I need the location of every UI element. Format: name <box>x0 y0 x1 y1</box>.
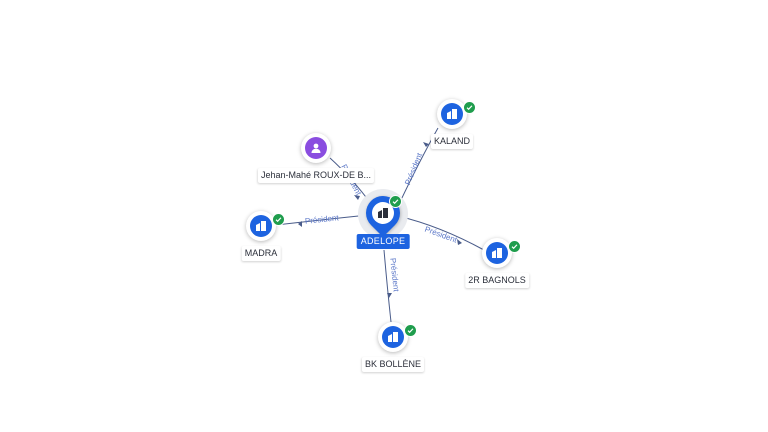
node-circle[interactable] <box>437 99 467 129</box>
node-circle[interactable] <box>301 133 331 163</box>
building-icon <box>250 215 272 237</box>
node-label-kaland[interactable]: KALAND <box>430 134 474 149</box>
edge-adelope-2rbagnols[interactable]: Président <box>397 215 485 251</box>
person-icon <box>305 137 327 159</box>
edge-label-adelope-kaland: Président <box>403 151 424 186</box>
node-label-2rbagnols[interactable]: 2R BAGNOLS <box>465 273 529 288</box>
building-icon <box>486 242 508 264</box>
edge-adelope-bkbollene[interactable]: Président <box>383 249 401 323</box>
building-icon <box>372 202 394 224</box>
verified-check-icon <box>389 195 402 208</box>
verified-check-icon <box>463 101 476 114</box>
node-label-bkbollene[interactable]: BK BOLLÈNE <box>361 357 425 372</box>
verified-check-icon <box>272 213 285 226</box>
verified-check-icon <box>404 324 417 337</box>
edge-label-adelope-madra: Président <box>304 213 339 226</box>
edge-label-adelope-2rbagnols: Président <box>423 225 459 245</box>
node-label-jehan[interactable]: Jehan-Mahé ROUX-DE B... <box>257 168 375 183</box>
edge-adelope-madra[interactable]: Président <box>275 213 369 227</box>
building-icon <box>382 326 404 348</box>
node-circle[interactable] <box>246 211 276 241</box>
building-icon <box>441 103 463 125</box>
node-circle[interactable] <box>482 238 512 268</box>
node-circle[interactable] <box>378 322 408 352</box>
node-label-madra[interactable]: MADRA <box>241 246 281 261</box>
edge-label-adelope-bkbollene: Président <box>388 257 401 292</box>
node-label-adelope[interactable]: ADELOPE <box>356 234 410 249</box>
verified-check-icon <box>508 240 521 253</box>
